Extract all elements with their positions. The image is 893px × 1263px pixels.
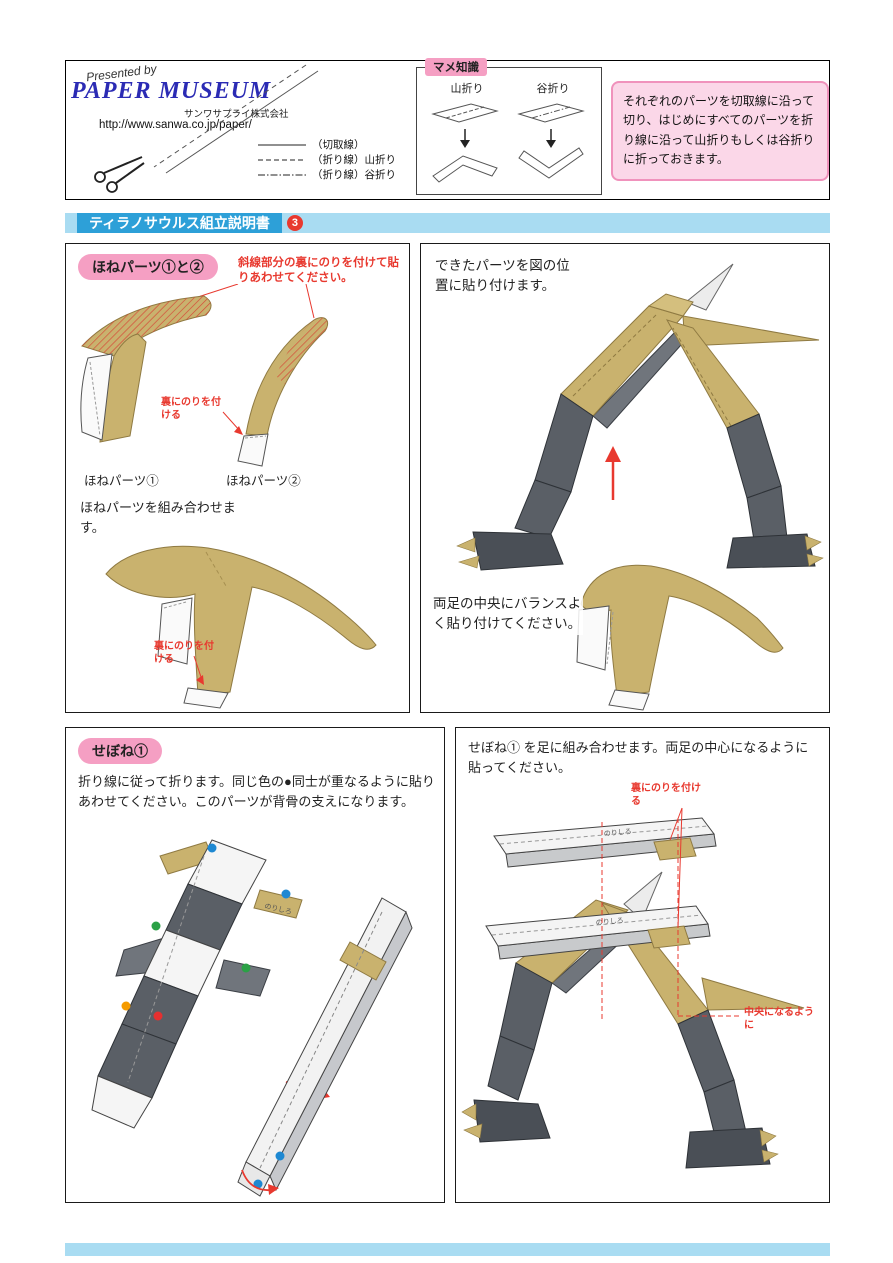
valley-fold-column: 谷折り (513, 80, 593, 184)
page-title: ティラノサウルス組立説明書 (77, 213, 282, 233)
valley-fold-diagram (517, 103, 585, 179)
spine-folded-beam (237, 897, 413, 1197)
tips-title: マメ知識 (425, 58, 487, 76)
tips-box: マメ知識 山折り 谷折り (416, 58, 602, 195)
legend-mountain-label: （折り線）山折り (312, 154, 396, 166)
dot-blue-2 (281, 889, 291, 899)
balance-instruction: 両足の中央にバランスよく貼り付けてください。 (433, 594, 583, 635)
spine-unfolded-pattern: のりしろ (91, 839, 303, 1129)
title-bar: ティラノサウルス組立説明書 3 (65, 213, 830, 233)
bone-part-to-attach (576, 564, 784, 711)
valley-fold-label: 谷折り (536, 83, 570, 95)
spine-beam-lower: のりしろ (485, 905, 711, 960)
dot-blue-1 (207, 843, 217, 853)
bottom-decoration-bar (65, 1243, 830, 1256)
paper-museum-logo: PAPER MUSEUM (71, 78, 272, 104)
dot-blue-3 (275, 1151, 285, 1161)
glue-tab-text-lower: のりしろ (595, 917, 624, 927)
panel-spine-fold: せぼね① 折り線に従って折ります。同じ色の●同士が重なるように貼りあわせてくださ… (65, 727, 445, 1203)
legs-and-bone-diagram (456, 263, 824, 711)
scissors-cutline-decoration (94, 64, 319, 193)
scissors-icon (94, 156, 145, 193)
panel-attach-bone: できたパーツを図の位置に貼り付けます。 両足の中央にバランスよく貼り付けてくださ… (420, 243, 830, 713)
dot-orange (121, 1001, 131, 1011)
bone-parts-label: ほねパーツ①と② (78, 254, 218, 280)
website-url: http://www.sanwa.co.jp/paper/ (99, 119, 252, 131)
bone-parts-diagram (80, 284, 329, 467)
legend-valley-label: （折り線）谷折り (312, 169, 396, 181)
sheet-number-badge: 3 (286, 215, 303, 231)
spine-attach-instruction: せぼね① を足に組み合わせます。両足の中心になるように貼ってください。 (468, 740, 809, 775)
dashed-line-sample (258, 159, 306, 160)
mountain-fold-diagram (431, 103, 499, 183)
dashdot-line-sample (258, 174, 306, 175)
hatch-glue-note: 斜線部分の裏にのりを付けて貼りあわせてください。 (238, 257, 399, 284)
spine-label: せぼね① (78, 738, 162, 764)
glue-back-note-2: 裏にのりを付ける (154, 641, 214, 665)
solid-line-sample (258, 144, 306, 145)
spine-attach-diagram: のりしろ のりしろ (461, 807, 805, 1169)
bone-combined-shape (105, 545, 377, 709)
bone-part-1-caption: ほねパーツ① (84, 474, 159, 488)
legs-assembly (456, 263, 824, 571)
legend-valley-line: （折り線）谷折り (258, 167, 396, 182)
dot-red (153, 1011, 163, 1021)
spine-beam-upper: のりしろ (493, 817, 717, 868)
up-arrow (605, 446, 621, 500)
preparation-notice: それぞれのパーツを切取線に沿って切り、はじめにすべてのパーツを折り線に沿って山折… (611, 81, 829, 181)
legend-mountain-line: （折り線）山折り (258, 152, 396, 167)
alignment-guides (601, 807, 742, 1020)
mountain-fold-column: 山折り (427, 80, 507, 184)
mountain-fold-label: 山折り (450, 83, 484, 95)
header-box: Presented by PAPER MUSEUM サンワサプライ株式会社 ht… (65, 58, 830, 200)
panel-bone-parts: ほねパーツ①と② 斜線部分の裏にのりを付けて貼りあわせてください。 (65, 243, 410, 713)
bone-combined-diagram (105, 545, 377, 709)
glue-tab-text-upper: のりしろ (603, 828, 632, 838)
place-instruction: できたパーツを図の位置に貼り付けます。 (435, 258, 570, 294)
dot-green-1 (151, 921, 161, 931)
legend-cut-line: （切取線） (258, 137, 365, 152)
dot-blue-4 (253, 1179, 263, 1189)
center-alignment-note: 中央になるように (744, 1007, 814, 1031)
legend-cut-label: （切取線） (312, 139, 365, 151)
bone-part-2-shape (237, 317, 329, 467)
glue-back-note-1: 裏にのりを付ける (161, 397, 221, 421)
panel-spine-attach: せぼね① を足に組み合わせます。両足の中心になるように貼ってください。 (455, 727, 830, 1203)
glue-back-note-4: 裏にのりを付ける (631, 783, 701, 807)
spine-fold-diagram: のりしろ (91, 839, 413, 1197)
bone-part-1-shape (80, 295, 212, 443)
spine-fold-instruction: 折り線に従って折ります。同じ色の●同士が重なるように貼りあわせてください。このパ… (78, 774, 435, 809)
dot-green-2 (241, 963, 251, 973)
bone-part-2-caption: ほねパーツ② (226, 474, 301, 488)
company-name: サンワサプライ株式会社 (184, 109, 289, 120)
combine-instruction: ほねパーツを組み合わせます。 (80, 500, 236, 535)
